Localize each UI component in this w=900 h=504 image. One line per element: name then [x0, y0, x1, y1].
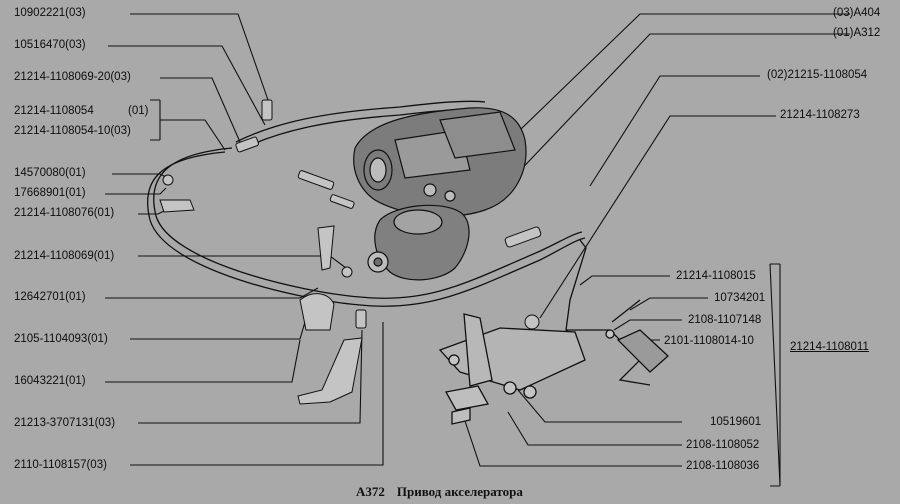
- label-left-13: 21213-3707131(03): [14, 417, 116, 429]
- label-right-1: (03)A404: [833, 7, 881, 19]
- label-right-10: 2108-1108052: [686, 439, 760, 451]
- label-left-3: 21214-1108069-20(03): [14, 71, 131, 83]
- label-left-12: 16043221(01): [14, 375, 86, 387]
- assembly-label: 21214-1108011: [790, 341, 869, 353]
- label-right-5: 21214-1108015: [676, 270, 756, 282]
- label-right-3: (02)21215-1108054: [767, 69, 868, 81]
- label-right-4: 21214-1108273: [780, 109, 860, 121]
- label-left-4: 21214-1108054: [14, 105, 94, 117]
- label-right-7: 2108-1107148: [688, 314, 762, 326]
- engine-throttle-body: [353, 107, 527, 217]
- label-left-9: 21214-1108069(01): [14, 250, 115, 262]
- label-left-7: 17668901(01): [14, 187, 86, 199]
- label-left-8: 21214-1108076(01): [14, 207, 115, 219]
- label-right-9: 10519601: [710, 416, 762, 428]
- throttle-cable: [146, 100, 586, 307]
- label-left-14: 2110-1108157(03): [14, 459, 107, 471]
- label-left-11: 2105-1104093(01): [14, 333, 108, 345]
- label-left-1: 10902221(03): [14, 7, 86, 19]
- label-right-6: 10734201: [714, 292, 766, 304]
- small-fasteners: [159, 99, 542, 405]
- label-left-6: 14570080(01): [14, 167, 86, 179]
- label-left-4-suffix: (01): [128, 105, 149, 117]
- lower-intake-unit: [367, 204, 470, 281]
- caption-code: A372: [356, 484, 385, 499]
- figure-caption: A372 Привод акселератора: [356, 484, 535, 500]
- label-right-8: 2101-1108014-10: [664, 335, 754, 347]
- label-right-11: 2108-1108036: [686, 460, 760, 472]
- caption-title: Привод акселератора: [396, 484, 523, 499]
- label-left-10: 12642701(01): [14, 291, 86, 303]
- label-left-5: 21214-1108054-10(03): [14, 125, 131, 137]
- label-right-2: (01)A312: [833, 27, 881, 39]
- accelerator-pedal-assembly: [438, 239, 669, 425]
- label-left-2: 10516470(03): [14, 39, 86, 51]
